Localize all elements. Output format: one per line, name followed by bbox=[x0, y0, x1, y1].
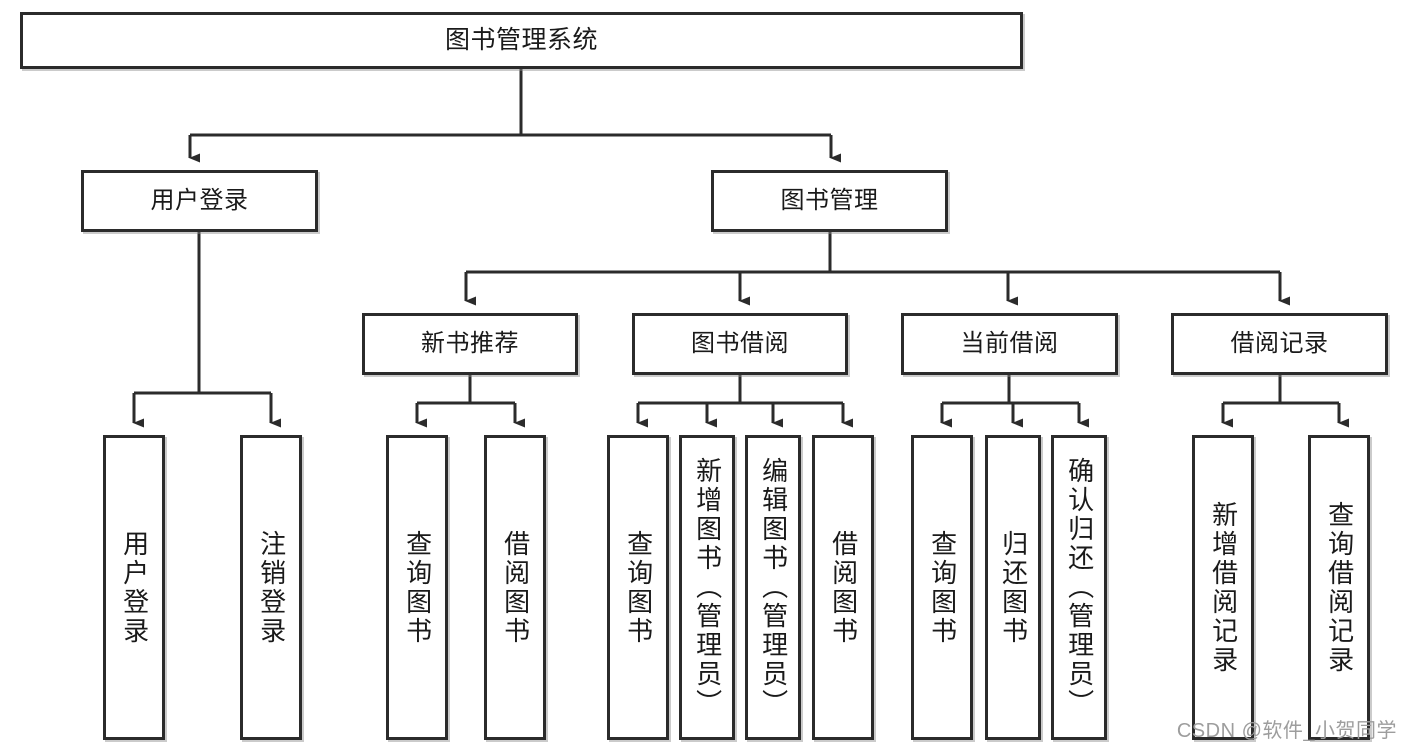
node-label: 图书管理系统 bbox=[444, 26, 598, 55]
node-leaf-query-book-current[interactable]: 查询图书 bbox=[911, 435, 973, 740]
node-leaf-confirm-return-admin[interactable]: 确认归还（管理员） bbox=[1051, 435, 1107, 740]
watermark: CSDN @软件_小贺同学 bbox=[1176, 720, 1397, 742]
node-leaf-borrow-book-recommend[interactable]: 借阅图书 bbox=[484, 435, 546, 740]
node-leaf-logout[interactable]: 注销登录 bbox=[240, 435, 302, 740]
node-leaf-user-login[interactable]: 用户登录 bbox=[103, 435, 165, 740]
node-book-borrow[interactable]: 图书借阅 bbox=[632, 313, 848, 375]
node-leaf-query-borrow-record[interactable]: 查询借阅记录 bbox=[1308, 435, 1370, 740]
edge-bookborrow-to-leaves bbox=[636, 375, 853, 428]
edge-root-to-level2 bbox=[188, 69, 841, 163]
node-borrow-record[interactable]: 借阅记录 bbox=[1171, 313, 1388, 375]
node-label: 归还图书 bbox=[998, 529, 1029, 646]
edge-newbook-to-leaves bbox=[415, 375, 525, 428]
node-leaf-edit-book-admin[interactable]: 编辑图书（管理员） bbox=[745, 435, 801, 740]
node-leaf-query-book-borrow[interactable]: 查询图书 bbox=[607, 435, 669, 740]
node-leaf-add-book-admin[interactable]: 新增图书（管理员） bbox=[679, 435, 735, 740]
node-leaf-query-book-recommend[interactable]: 查询图书 bbox=[386, 435, 448, 740]
node-leaf-return-book[interactable]: 归还图书 bbox=[985, 435, 1041, 740]
node-user-login[interactable]: 用户登录 bbox=[81, 170, 318, 232]
node-label: 借阅记录 bbox=[1230, 330, 1329, 358]
node-leaf-add-borrow-record[interactable]: 新增借阅记录 bbox=[1192, 435, 1254, 740]
node-root-system[interactable]: 图书管理系统 bbox=[20, 12, 1023, 69]
node-label: 当前借阅 bbox=[960, 330, 1059, 358]
node-label: 查询借阅记录 bbox=[1324, 500, 1355, 675]
node-label: 借阅图书 bbox=[828, 529, 859, 646]
edge-borrowrecord-to-leaves bbox=[1221, 375, 1349, 428]
node-label: 图书借阅 bbox=[691, 330, 789, 358]
node-book-manage[interactable]: 图书管理 bbox=[711, 170, 948, 232]
node-label: 编辑图书（管理员） bbox=[758, 457, 789, 718]
node-label: 新增图书（管理员） bbox=[692, 457, 723, 718]
node-label: 用户登录 bbox=[150, 187, 249, 215]
node-label: 借阅图书 bbox=[500, 529, 531, 646]
node-label: 新书推荐 bbox=[421, 330, 519, 358]
node-label: 用户登录 bbox=[119, 529, 150, 646]
node-new-book-recommend[interactable]: 新书推荐 bbox=[362, 313, 578, 375]
node-label: 确认归还（管理员） bbox=[1064, 457, 1095, 718]
node-label: 新增借阅记录 bbox=[1208, 500, 1239, 675]
node-current-borrow[interactable]: 当前借阅 bbox=[901, 313, 1118, 375]
node-label: 注销登录 bbox=[256, 529, 287, 646]
node-leaf-borrow-book[interactable]: 借阅图书 bbox=[812, 435, 874, 740]
node-label: 图书管理 bbox=[780, 187, 879, 215]
node-label: 查询图书 bbox=[623, 529, 654, 646]
edge-userlogin-to-leaves bbox=[132, 232, 281, 428]
node-label: 查询图书 bbox=[927, 529, 958, 646]
edge-bookmanage-to-level3 bbox=[464, 232, 1290, 306]
node-label: 查询图书 bbox=[402, 529, 433, 646]
edge-currentborrow-to-leaves bbox=[940, 375, 1089, 428]
